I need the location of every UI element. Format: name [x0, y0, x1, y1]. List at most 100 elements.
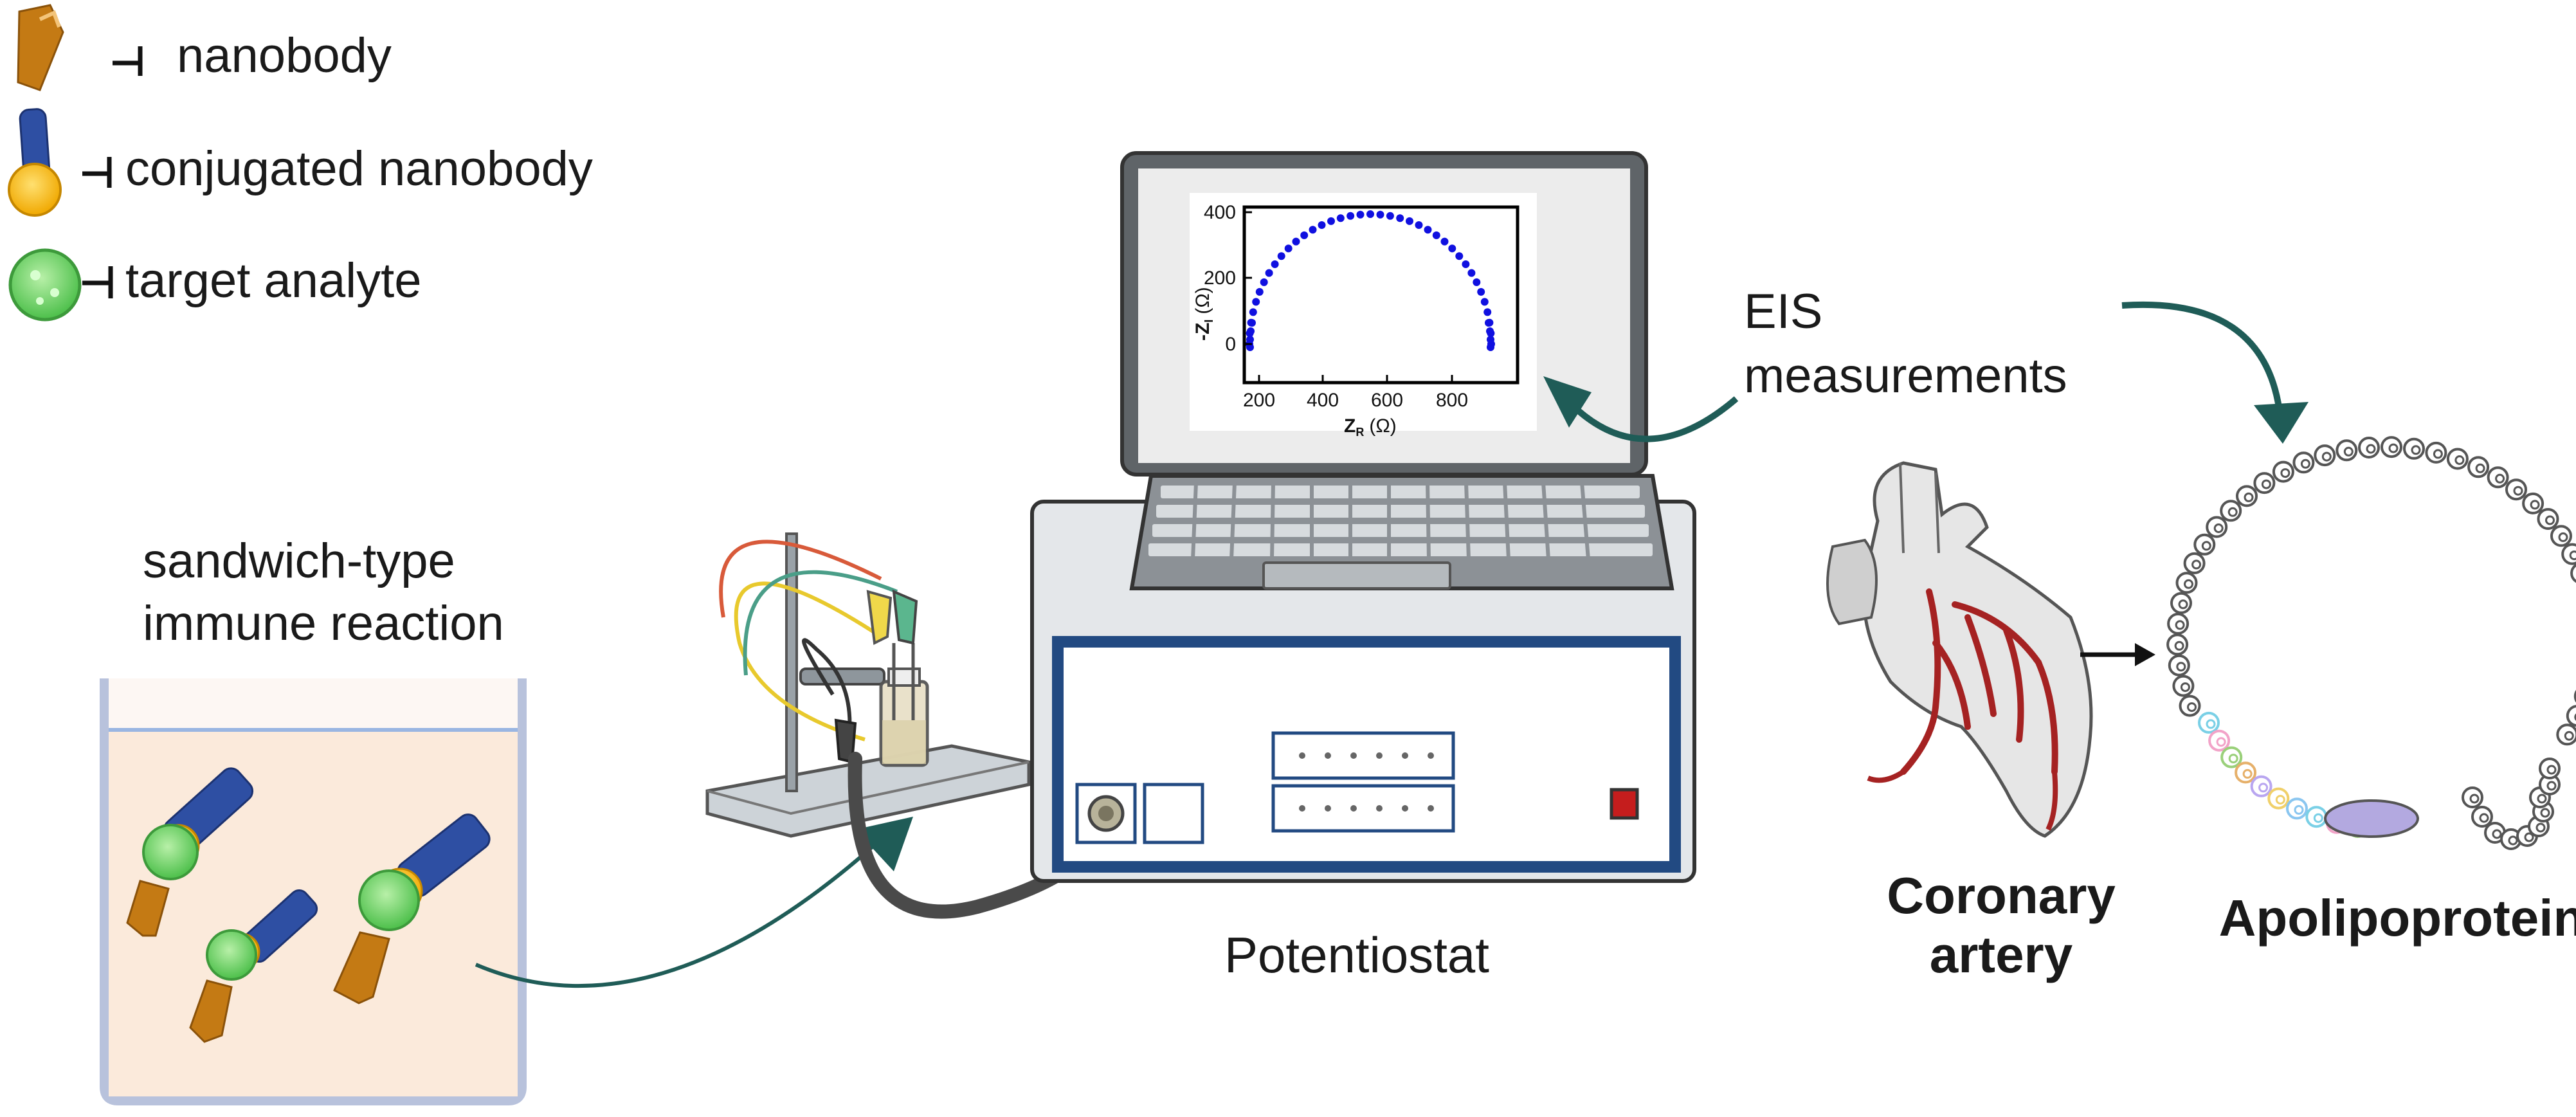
- helix-loop: [2170, 592, 2192, 614]
- helix-loop: [2166, 633, 2189, 656]
- helix-loop: [2206, 516, 2228, 538]
- reaction-label-line2: immune reaction: [143, 596, 504, 651]
- helix-loop: [2236, 485, 2258, 507]
- nyquist-point: [1432, 231, 1440, 239]
- eis-arrow: [1570, 396, 1739, 442]
- nyquist-point: [1336, 214, 1345, 222]
- nyquist-point: [1300, 231, 1309, 239]
- helix-loop-inner: [2228, 754, 2238, 764]
- helix-loop: [2305, 806, 2328, 828]
- helix-loop-inner: [2175, 620, 2185, 630]
- helix-loop-inner: [2191, 559, 2202, 570]
- nyquist-ticks: [1244, 211, 1453, 383]
- helix-loop-inner: [2433, 449, 2443, 459]
- helix-loop-inner: [2294, 804, 2304, 815]
- helix-loop: [2167, 612, 2190, 635]
- helix-loop-inner: [2178, 599, 2188, 610]
- transfer-arrow-head: [855, 817, 913, 871]
- nyquist-point: [1248, 319, 1256, 327]
- legend-bracket-icon: [113, 46, 143, 76]
- helix-loop-inner: [2469, 794, 2480, 804]
- helix-loop: [2235, 761, 2257, 784]
- transfer-arrow: [475, 837, 884, 988]
- helix-loop-inner: [2213, 523, 2224, 533]
- nyquist-point: [1249, 308, 1257, 316]
- helix-loop: [2462, 786, 2483, 808]
- nyquist-point: [1366, 210, 1374, 218]
- x-tick-200: 200: [1243, 390, 1275, 411]
- nyquist-point: [1252, 298, 1260, 306]
- apolipoprotein-label: Apolipoprotein: [2219, 889, 2576, 947]
- laptop: [1120, 151, 1674, 590]
- helix-loop: [2267, 787, 2290, 810]
- helix-loop-inner: [2508, 835, 2518, 846]
- nyquist-point: [1284, 244, 1293, 253]
- heart-arrow-head: [2135, 643, 2155, 666]
- target-analyte-icon: [8, 248, 82, 322]
- helix-loop-inner: [2176, 662, 2186, 672]
- reaction-beaker: [100, 678, 527, 1105]
- helix-loop: [2550, 525, 2572, 547]
- helix-loop-inner: [2513, 486, 2523, 496]
- eis-arrow-head: [1543, 376, 1592, 428]
- helix-loop: [2253, 472, 2276, 495]
- nyquist-point: [1396, 214, 1404, 222]
- helix-loop-inner: [2227, 507, 2238, 517]
- helix-loop-inner: [2366, 444, 2376, 454]
- nyquist-point: [1448, 244, 1456, 253]
- helix-loop-inner: [2535, 822, 2546, 833]
- nyquist-point: [1318, 221, 1326, 229]
- helix-loop-inner: [2388, 443, 2399, 453]
- reaction-label-line1: sandwich-type: [143, 534, 455, 588]
- nyquist-point: [1480, 298, 1489, 306]
- nyquist-point: [1486, 327, 1494, 335]
- nyquist-point: [1246, 343, 1254, 351]
- helix-loop: [2471, 806, 2493, 828]
- nyquist-point: [1309, 226, 1317, 234]
- nyquist-point: [1485, 319, 1492, 327]
- helix-loop: [2220, 500, 2242, 522]
- helix-loop: [2561, 543, 2576, 565]
- nyquist-point: [1260, 278, 1268, 286]
- helix-loop-inner: [2300, 459, 2310, 469]
- apolipoprotein-domain: [2324, 799, 2419, 838]
- nyquist-point: [1356, 210, 1365, 219]
- nyquist-point: [1462, 260, 1470, 268]
- helix-loop: [2403, 437, 2425, 460]
- helix-loop-inner: [2184, 579, 2193, 589]
- potentiostat-label: Potentiostat: [1224, 927, 1489, 983]
- helix-loop: [2570, 563, 2576, 583]
- helix-loop-inner: [2546, 765, 2557, 775]
- helix-loop: [2183, 552, 2206, 574]
- helix-loop: [2193, 533, 2216, 556]
- y-tick-200: 200: [1204, 268, 1236, 289]
- helix-loop-inner: [2261, 479, 2271, 489]
- nyquist-point: [1406, 217, 1413, 225]
- helix-loop: [2292, 451, 2315, 474]
- helix-loop: [2175, 572, 2198, 594]
- helix-loop-inner: [2558, 532, 2568, 542]
- helix-loop-inner: [2206, 719, 2216, 729]
- helix-loop-inner: [2411, 445, 2421, 455]
- nyquist-point: [1292, 237, 1300, 246]
- helix-loop: [2179, 695, 2201, 717]
- helix-loop-inner: [2343, 446, 2354, 457]
- helix-loop: [2467, 456, 2490, 478]
- legend-label-target-analyte: target analyte: [125, 253, 422, 308]
- helix-loop: [2314, 444, 2336, 467]
- x-tick-800: 800: [1436, 390, 1468, 411]
- nyquist-point: [1487, 343, 1494, 351]
- x-tick-600: 600: [1371, 390, 1403, 411]
- helix-loop-inner: [2201, 541, 2211, 551]
- helix-loop: [2522, 492, 2544, 514]
- eis-label-line1: EIS: [1744, 284, 1823, 339]
- artery-label-line2: artery: [1930, 926, 2073, 983]
- helix-loop-inner: [2530, 500, 2540, 510]
- helix-loop-inner: [2454, 455, 2465, 465]
- helix-loop: [2208, 729, 2231, 752]
- sandwich-complex: [126, 767, 254, 937]
- nyquist-point: [1467, 269, 1476, 277]
- eis-label-line2: measurements: [1744, 349, 2067, 403]
- nyquist-points: [1246, 210, 1495, 351]
- helix-loop-inner: [2545, 515, 2555, 525]
